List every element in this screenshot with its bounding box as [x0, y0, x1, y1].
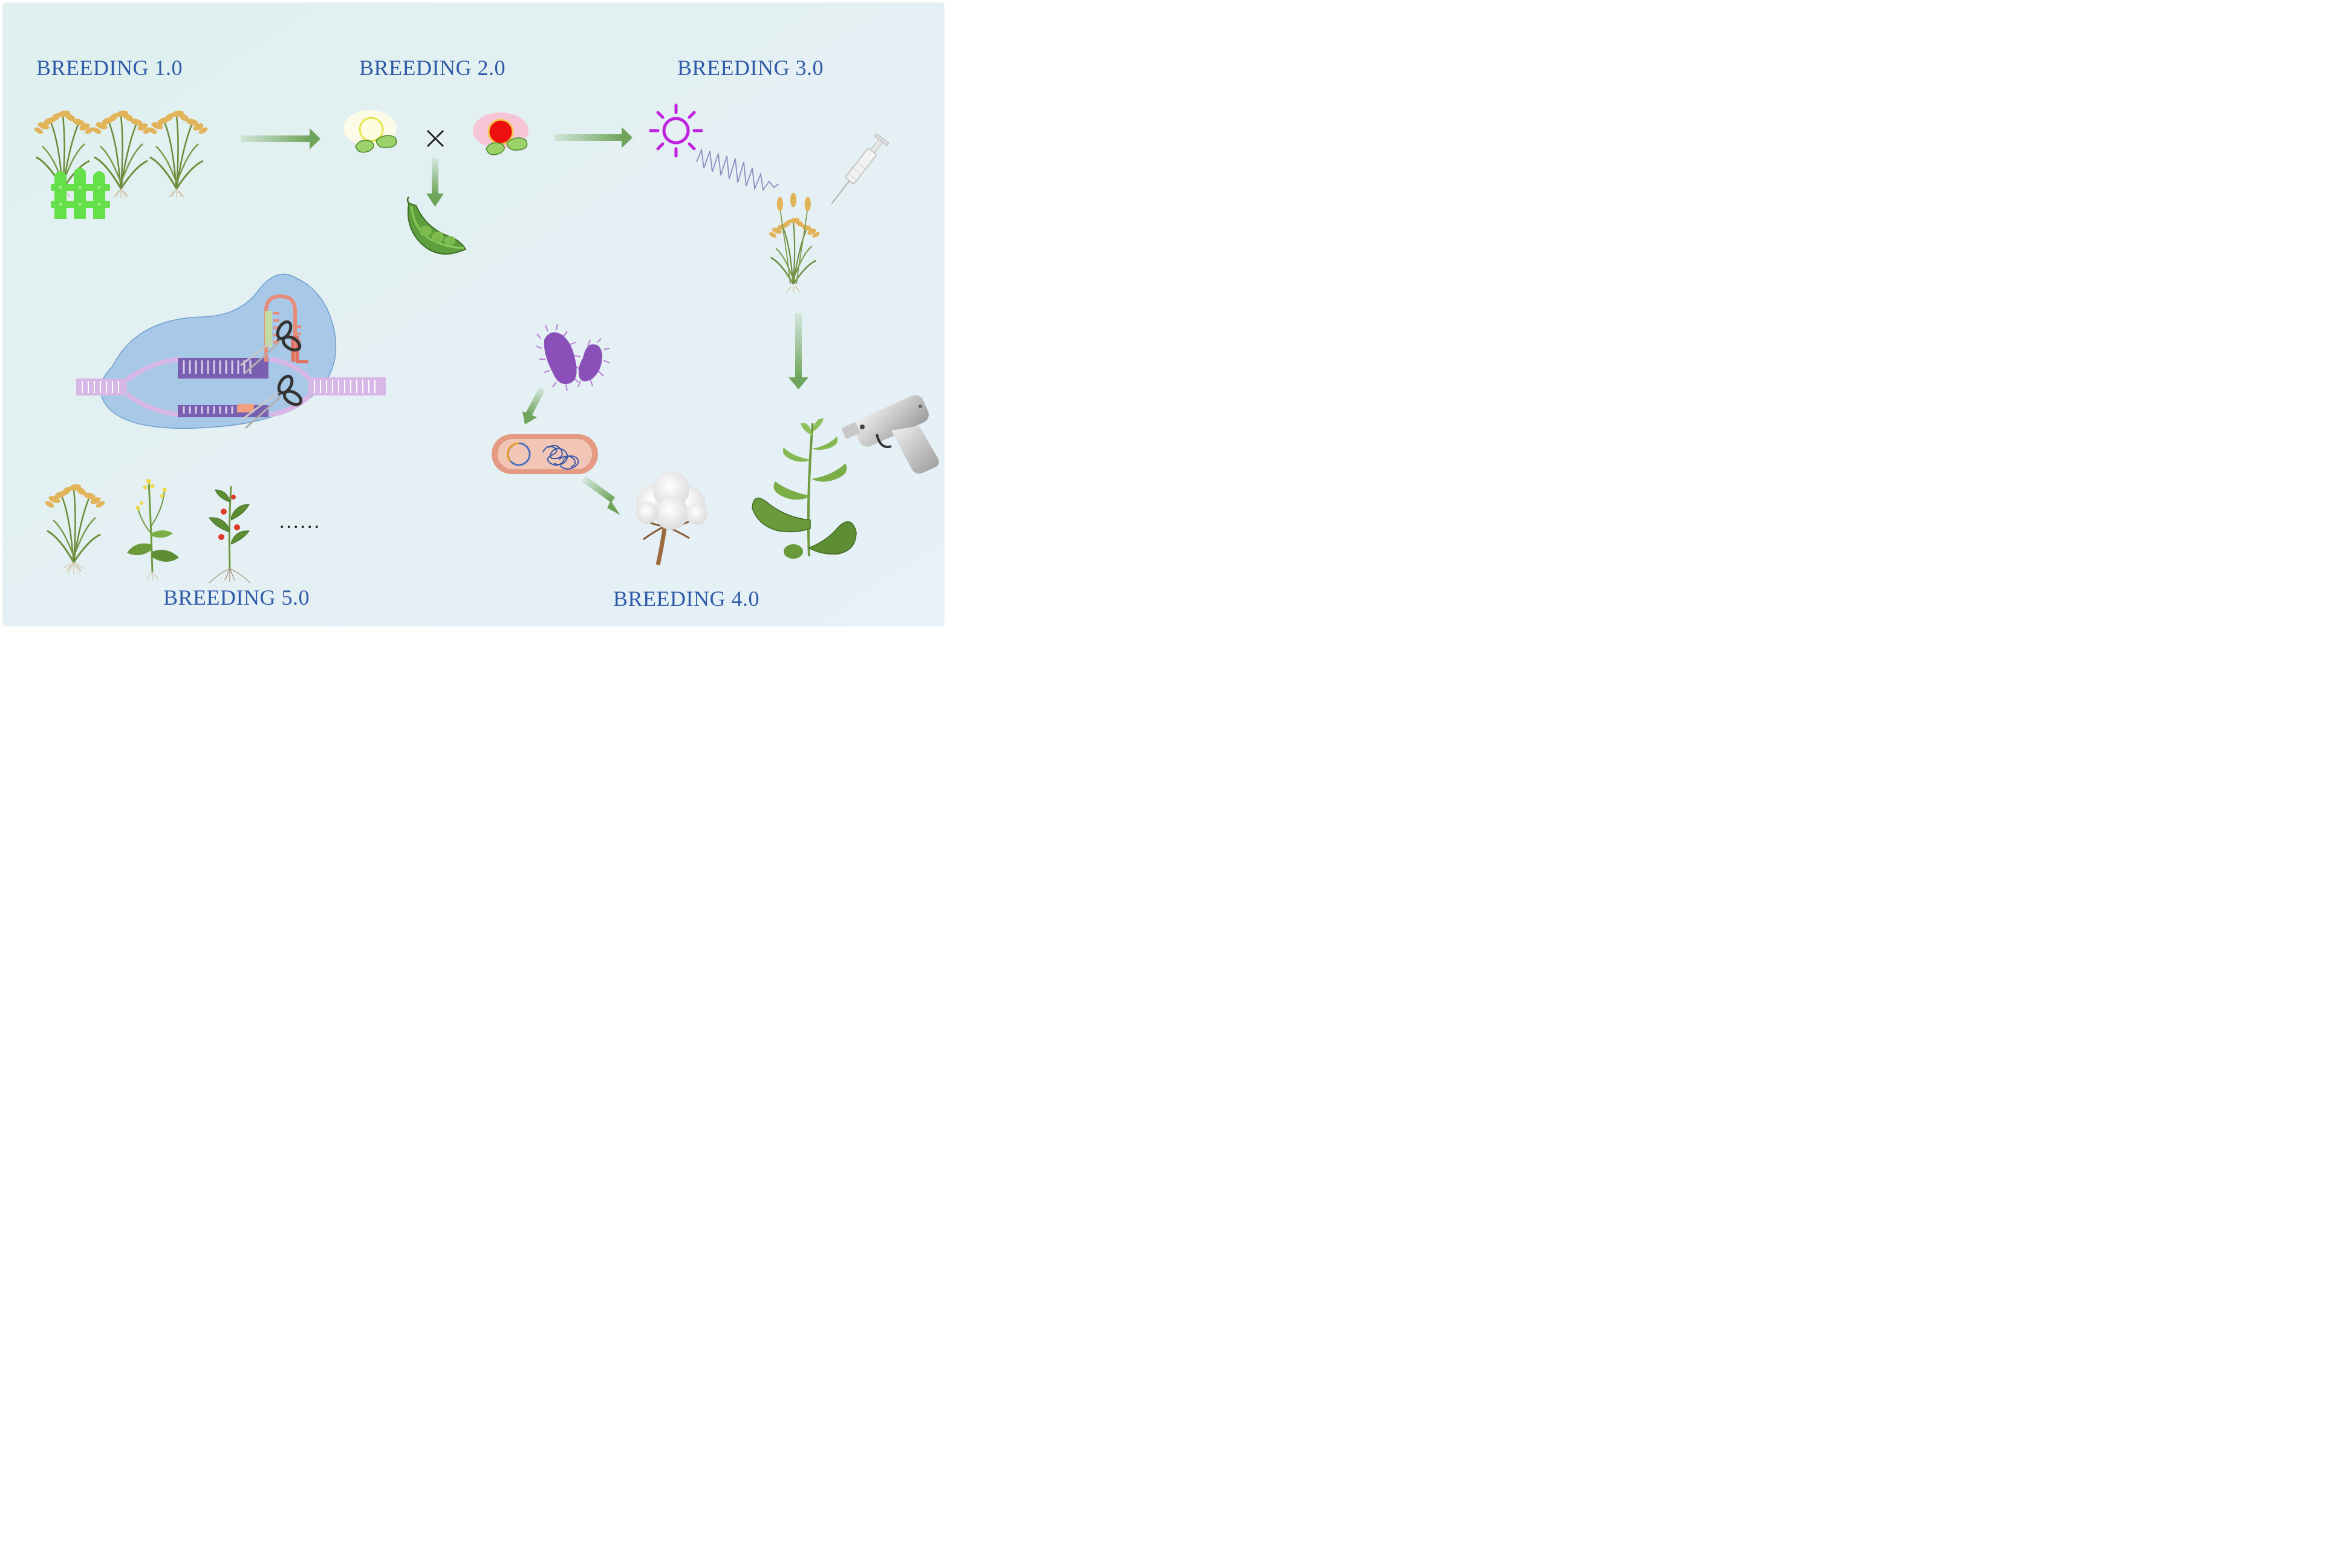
stage-title-breeding-3: BREEDING 3.0	[677, 56, 824, 80]
flow-arrow-bacterium-to-cell	[522, 387, 545, 425]
flow-arrow-1-to-2	[241, 128, 320, 149]
sun-icon	[649, 103, 703, 158]
stage-title-breeding-4: BREEDING 4.0	[613, 587, 759, 611]
plasmid-cell-icon	[492, 434, 598, 474]
tobacco-plant-icon	[752, 418, 857, 559]
rice-plant-icon	[32, 108, 210, 200]
crispr-complex-icon	[76, 273, 386, 429]
cross-icon	[426, 129, 446, 148]
breeding-diagram: BREEDING 1.0 BREEDING 2.0 BREEDING 3.0 B…	[0, 0, 947, 629]
flow-arrow-cross-to-pea	[426, 158, 444, 207]
tomato-plant-icon	[209, 486, 251, 584]
diagram-background	[2, 2, 945, 626]
syringe-icon	[831, 133, 889, 204]
stage-title-breeding-5: BREEDING 5.0	[163, 585, 310, 610]
radiation-wave-icon	[696, 148, 779, 192]
flow-arrow-cell-to-cotton	[582, 476, 620, 515]
pollen-cell-icon	[343, 110, 397, 153]
wheat-plant-icon	[767, 192, 822, 293]
rapeseed-plant-icon	[127, 479, 179, 581]
diagram-canvas	[0, 0, 947, 629]
stage-title-breeding-1: BREEDING 1.0	[36, 56, 183, 80]
rice-plant-icon	[43, 482, 107, 574]
pollen-cell-icon	[473, 112, 528, 155]
flow-arrow-2-to-3	[554, 127, 632, 148]
cotton-boll-icon	[636, 472, 707, 565]
pea-pod-icon	[406, 197, 467, 255]
gene-gun-icon	[842, 395, 939, 474]
fence-icon	[51, 168, 110, 219]
bacterium-icon	[535, 324, 610, 391]
stage-title-breeding-2: BREEDING 2.0	[359, 56, 506, 80]
more-crops-ellipsis: ......	[279, 510, 321, 533]
flow-arrow-3-to-4	[789, 313, 808, 389]
